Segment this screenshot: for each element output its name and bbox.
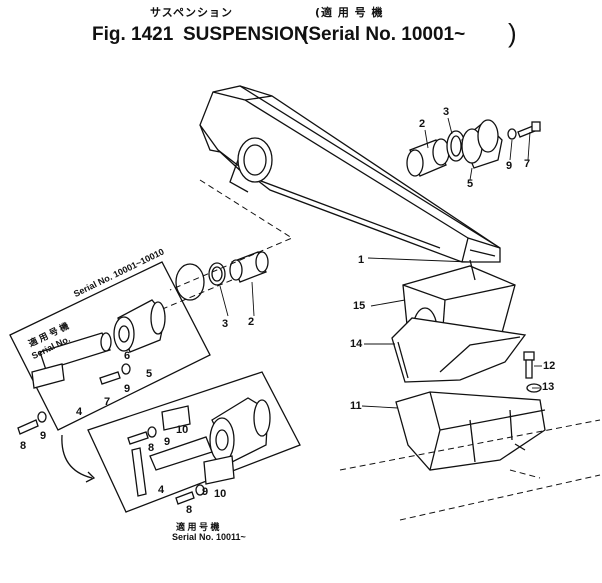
- callout-9-inset-new-b: 9: [202, 486, 209, 498]
- callout-14: 14: [350, 338, 363, 350]
- callout-9b-inset-old: 9: [40, 430, 47, 442]
- callout-7-inset-old: 7: [104, 396, 111, 408]
- callout-10-inset-new-a: 10: [176, 424, 189, 436]
- callout-5-top: 5: [467, 178, 474, 190]
- callout-8-inset-new-a: 8: [148, 442, 155, 454]
- inset-new-jp: 適 用 号 機: [176, 522, 220, 532]
- upper-bushing-assembly: [406, 119, 541, 177]
- cradle-assembly: [339, 259, 601, 521]
- callout-15: 15: [353, 300, 366, 312]
- callout-9-inset-new-a: 9: [164, 436, 171, 448]
- leader-lines: [219, 117, 542, 409]
- callout-6: 6: [124, 350, 131, 362]
- callout-5-inset-old: 5: [146, 368, 153, 380]
- callout-12: 12: [543, 360, 556, 372]
- inset-new-serials: [87, 371, 301, 513]
- callout-4-inset-new: 4: [158, 484, 165, 496]
- serial-range: (Serial No. 10001~: [302, 24, 466, 45]
- callout-2-top: 2: [419, 118, 426, 130]
- callout-4-inset-old: 4: [76, 406, 83, 418]
- kana-title: サスペンション: [150, 6, 234, 19]
- callout-11: 11: [350, 400, 362, 412]
- callout-8-inset-new-b: 8: [186, 504, 193, 516]
- close-paren: ): [508, 18, 517, 48]
- callout-9-inset-old: 9: [124, 383, 131, 395]
- callout-1: 1: [358, 254, 365, 266]
- callout-3-top: 3: [443, 106, 450, 118]
- figure-title: SUSPENSION: [183, 24, 308, 45]
- callout-13: 13: [542, 381, 555, 393]
- callout-2-mid: 2: [248, 316, 255, 328]
- callout-3-mid: 3: [222, 318, 229, 330]
- callout-9-top: 9: [506, 160, 513, 172]
- callout-10-inset-new-b: 10: [214, 488, 227, 500]
- suspension-beam: [199, 85, 501, 263]
- callout-7-top: 7: [524, 158, 531, 170]
- figure-label: Fig. 1421: [92, 24, 174, 45]
- callout-8-inset-old: 8: [20, 440, 27, 452]
- middle-bushing-assembly: [159, 179, 294, 311]
- inset-old-serials: [9, 261, 211, 483]
- kana-serial: (適 用 号 機: [315, 6, 384, 19]
- inset-new-serial: Serial No. 10011~: [172, 532, 246, 542]
